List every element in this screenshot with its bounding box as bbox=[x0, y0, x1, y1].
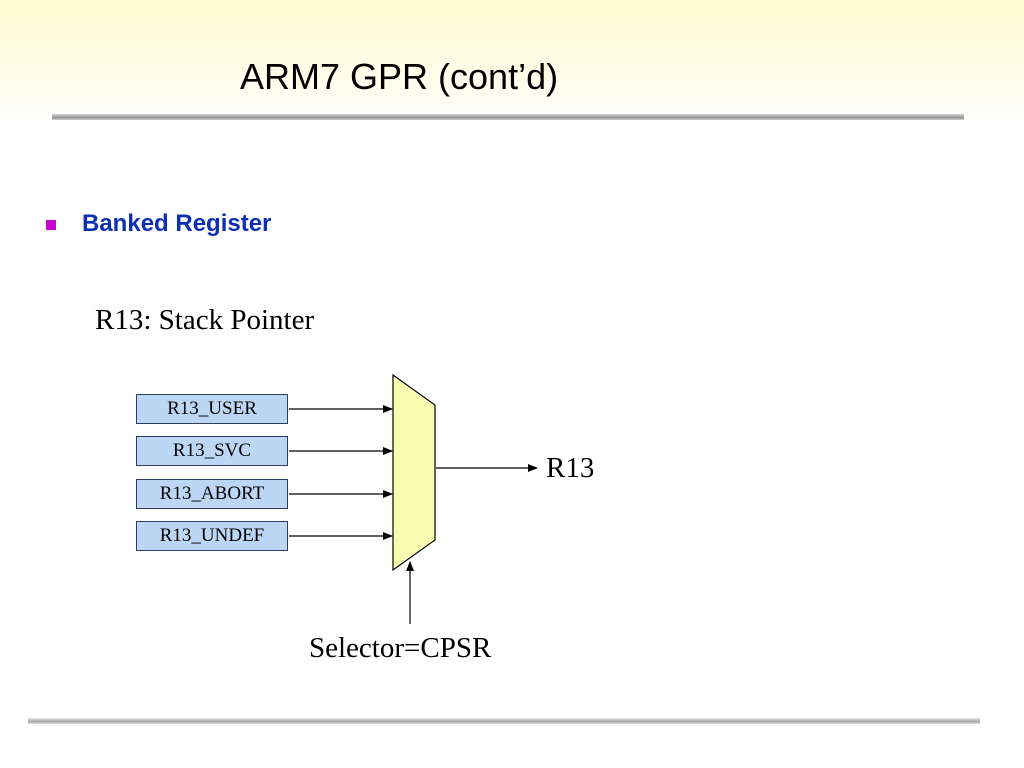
register-box-r13-user: R13_USER bbox=[136, 394, 288, 424]
multiplexer bbox=[392, 373, 436, 572]
bullet-item: Banked Register bbox=[46, 210, 271, 238]
register-box-r13-undef: R13_UNDEF bbox=[136, 521, 288, 551]
bullet-square-icon bbox=[46, 220, 56, 230]
slide-title: ARM7 GPR (cont’d) bbox=[240, 56, 559, 97]
output-label: R13 bbox=[546, 452, 595, 484]
footer-divider bbox=[28, 718, 980, 724]
selector-label: Selector=CPSR bbox=[309, 632, 492, 664]
bullet-text: Banked Register bbox=[82, 210, 272, 237]
title-band bbox=[0, 0, 1024, 122]
register-box-r13-abort: R13_ABORT bbox=[136, 479, 288, 509]
title-divider bbox=[52, 114, 964, 120]
diagram-heading: R13: Stack Pointer bbox=[95, 304, 315, 336]
register-box-r13-svc: R13_SVC bbox=[136, 436, 288, 466]
